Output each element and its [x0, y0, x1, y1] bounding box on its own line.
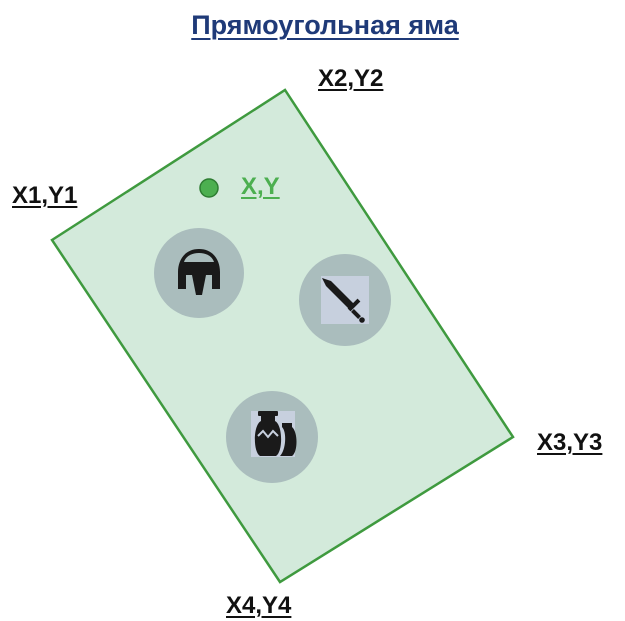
diagram-title: Прямоугольная яма [191, 10, 459, 40]
target-point [199, 178, 219, 198]
pottery-item [226, 391, 318, 483]
corner-label-bottom: X4,Y4 [226, 592, 292, 619]
pit-rectangle [50, 88, 515, 584]
corner-label-top-left: X1,Y1 [12, 182, 78, 209]
helmet-icon [178, 249, 220, 295]
corner-label-top-right: X2,Y2 [318, 65, 384, 92]
pottery-icon [254, 411, 297, 456]
sword-item [299, 254, 391, 346]
corner-label-bottom-right: X3,Y3 [537, 429, 603, 456]
sword-icon [322, 278, 365, 323]
point-label: X,Y [241, 173, 280, 200]
helmet-item [154, 228, 244, 318]
